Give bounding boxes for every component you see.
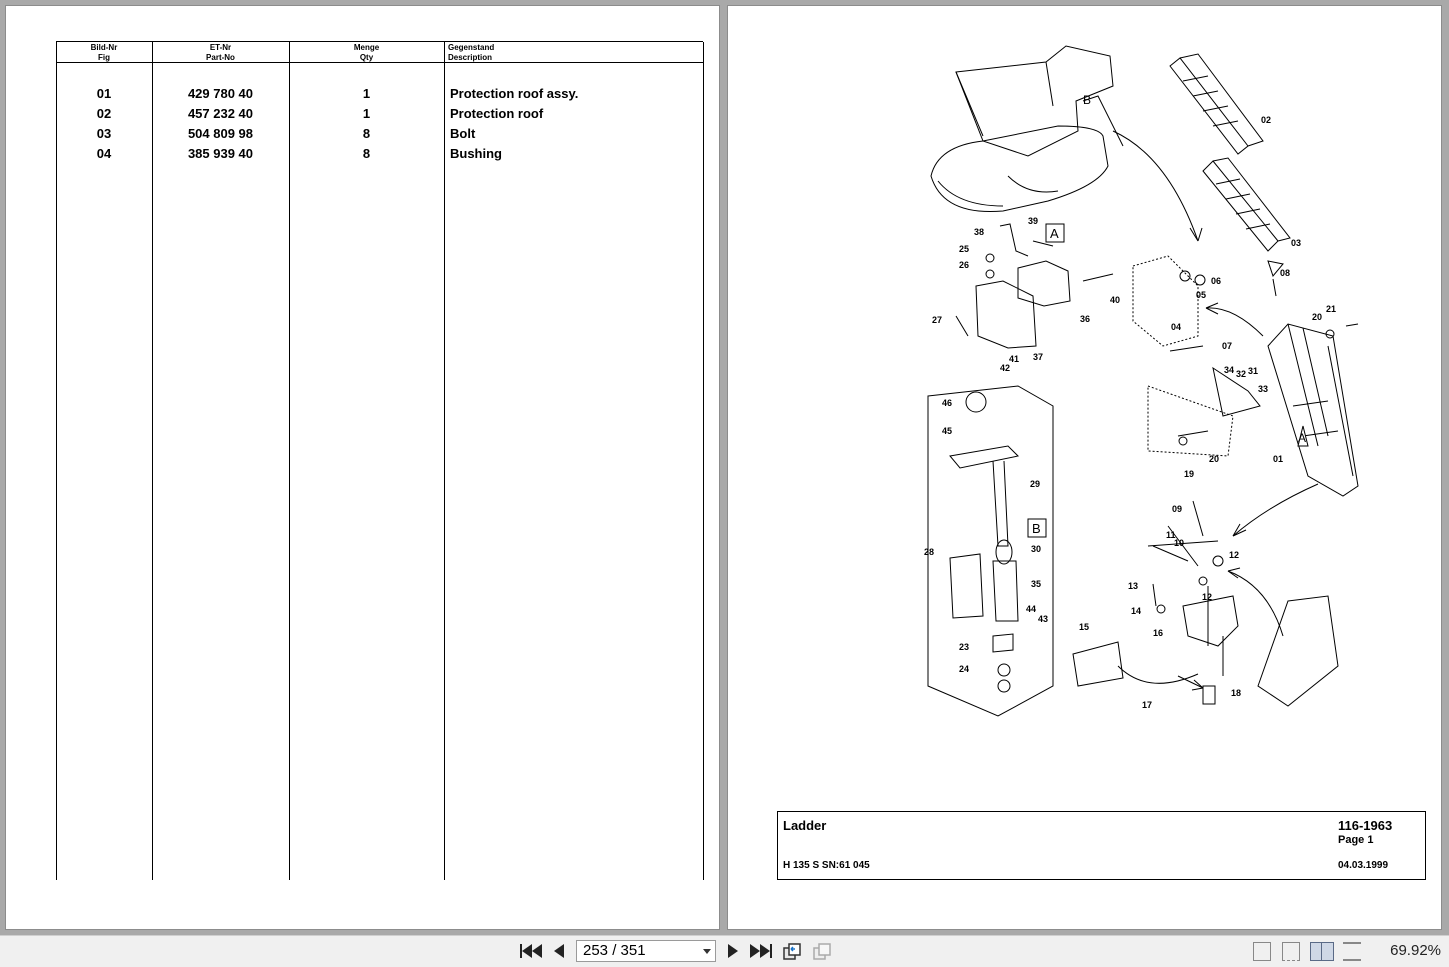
svg-text:A: A: [1050, 226, 1059, 241]
bracket-assembly: [975, 223, 1071, 349]
svg-text:41: 41: [1009, 354, 1019, 364]
svg-text:33: 33: [1258, 384, 1268, 394]
forward-view-icon: [813, 943, 831, 960]
svg-text:19: 19: [1184, 469, 1194, 479]
svg-text:29: 29: [1030, 479, 1040, 489]
back-view-icon: [783, 943, 801, 960]
page-label: Page 1: [1338, 834, 1374, 846]
svg-text:26: 26: [959, 260, 969, 270]
svg-text:20: 20: [1209, 454, 1219, 464]
title-block: Ladder 116-1963 Page 1 H 135 S SN:61 045…: [777, 811, 1426, 880]
svg-text:39: 39: [1028, 216, 1038, 226]
document-date: 04.03.1999: [1338, 860, 1389, 871]
svg-text:18: 18: [1231, 688, 1241, 698]
svg-text:03: 03: [1291, 238, 1301, 248]
svg-text:12: 12: [1202, 592, 1212, 602]
previous-page-icon: [554, 944, 564, 958]
svg-text:B: B: [1083, 93, 1091, 107]
viewer-toolbar: 253 / 351 69.92%: [0, 935, 1449, 967]
continuous-view-icon[interactable]: [1282, 942, 1300, 961]
svg-text:23: 23: [959, 642, 969, 652]
page-number-select[interactable]: 253 / 351: [576, 940, 716, 962]
document-number: 116-1963: [1338, 818, 1393, 833]
svg-text:46: 46: [942, 398, 952, 408]
svg-text:44: 44: [1026, 604, 1036, 614]
machine-sketch: [930, 45, 1124, 213]
page-indicator: 253 / 351: [583, 942, 646, 959]
svg-text:16: 16: [1153, 628, 1163, 638]
svg-text:20: 20: [1312, 312, 1322, 322]
single-page-view-icon[interactable]: [1253, 942, 1271, 961]
svg-text:A: A: [1298, 431, 1306, 445]
svg-text:B: B: [1032, 521, 1041, 536]
exploded-view-diagram: A B B A 01 02 03 04 05 06 07 08 09 10 11…: [924, 45, 1359, 717]
first-page-button[interactable]: [520, 940, 542, 962]
model-serial: H 135 S SN:61 045: [783, 860, 870, 871]
svg-text:21: 21: [1326, 304, 1336, 314]
svg-text:09: 09: [1172, 504, 1182, 514]
next-page-icon: [728, 944, 738, 958]
handle-assembly: [1072, 525, 1239, 705]
two-page-view-icon[interactable]: [1310, 942, 1334, 961]
svg-text:34: 34: [1224, 365, 1234, 375]
svg-text:05: 05: [1196, 290, 1206, 300]
next-page-button[interactable]: [722, 940, 744, 962]
svg-text:27: 27: [932, 315, 942, 325]
svg-text:06: 06: [1211, 276, 1221, 286]
back-view-button[interactable]: [781, 940, 803, 962]
svg-text:24: 24: [959, 664, 969, 674]
svg-text:04: 04: [1171, 322, 1181, 332]
page-right: A B B A 01 02 03 04 05 06 07 08 09 10 11…: [728, 6, 1441, 929]
svg-text:07: 07: [1222, 341, 1232, 351]
two-page-continuous-icon[interactable]: [1343, 942, 1361, 961]
zoom-level[interactable]: 69.92%: [1390, 942, 1441, 959]
svg-text:32: 32: [1236, 369, 1246, 379]
svg-text:12: 12: [1229, 550, 1239, 560]
ladder-rail-assembly: [1267, 323, 1359, 497]
drawing-title: Ladder: [783, 818, 827, 833]
svg-text:37: 37: [1033, 352, 1043, 362]
svg-text:01: 01: [1273, 454, 1283, 464]
svg-text:31: 31: [1248, 366, 1258, 376]
svg-text:17: 17: [1142, 700, 1152, 710]
svg-text:40: 40: [1110, 295, 1120, 305]
pin-detail-b: [927, 385, 1054, 717]
svg-text:28: 28: [924, 547, 934, 557]
svg-text:35: 35: [1031, 579, 1041, 589]
svg-text:45: 45: [942, 426, 952, 436]
ladder-lower: [1202, 157, 1291, 252]
svg-text:42: 42: [1000, 363, 1010, 373]
svg-text:10: 10: [1174, 538, 1184, 548]
hardware-parts: [955, 240, 1359, 614]
svg-text:14: 14: [1131, 606, 1141, 616]
ladder-upper: [1169, 53, 1264, 155]
first-page-icon: [520, 944, 542, 958]
svg-text:15: 15: [1079, 622, 1089, 632]
svg-text:36: 36: [1080, 314, 1090, 324]
svg-text:02: 02: [1261, 115, 1271, 125]
svg-text:30: 30: [1031, 544, 1041, 554]
svg-text:38: 38: [974, 227, 984, 237]
svg-text:25: 25: [959, 244, 969, 254]
svg-text:08: 08: [1280, 268, 1290, 278]
svg-text:13: 13: [1128, 581, 1138, 591]
chevron-down-icon: [703, 949, 711, 954]
forward-view-button[interactable]: [811, 940, 833, 962]
svg-text:43: 43: [1038, 614, 1048, 624]
previous-page-button[interactable]: [548, 940, 570, 962]
last-page-icon: [750, 944, 772, 958]
last-page-button[interactable]: [750, 940, 772, 962]
svg-text:11: 11: [1166, 530, 1176, 540]
